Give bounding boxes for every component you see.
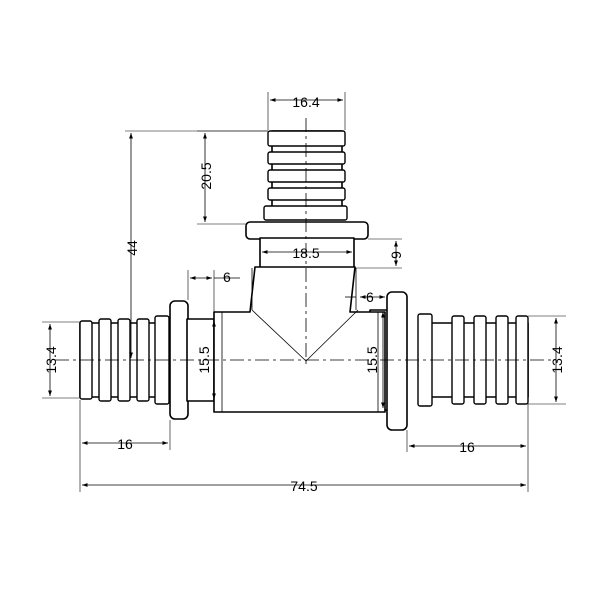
dim-left-outlet-length: 16 <box>117 436 133 452</box>
top-collar <box>245 221 369 240</box>
dim-top-outlet-diameter: 16.4 <box>292 94 319 110</box>
dim-right-shoulder: 6 <box>366 289 374 305</box>
dim-right-outlet-length: 16 <box>459 439 475 455</box>
dim-body-top-diameter: 18.5 <box>292 245 319 261</box>
dim-collar-height: 9 <box>388 251 404 259</box>
tee-fitting <box>55 118 555 431</box>
dim-right-outlet-diameter: 13.4 <box>549 346 565 373</box>
tee-body <box>213 266 386 413</box>
top-barbed-outlet <box>263 130 348 221</box>
dim-left-shoulder: 6 <box>223 269 231 285</box>
dim-right-inner-diameter: 15.5 <box>364 346 380 373</box>
dim-overall-height: 44 <box>124 240 140 256</box>
dim-overall-length: 74.5 <box>290 478 317 494</box>
right-flange <box>386 291 408 431</box>
dim-left-inner-diameter: 15.5 <box>196 346 212 373</box>
dim-left-outlet-diameter: 13.4 <box>43 346 59 373</box>
dimensions: 16.4 20.5 44 18.5 9 6 6 15.5 15.5 <box>42 92 566 494</box>
dim-top-outlet-length: 20.5 <box>198 162 214 189</box>
